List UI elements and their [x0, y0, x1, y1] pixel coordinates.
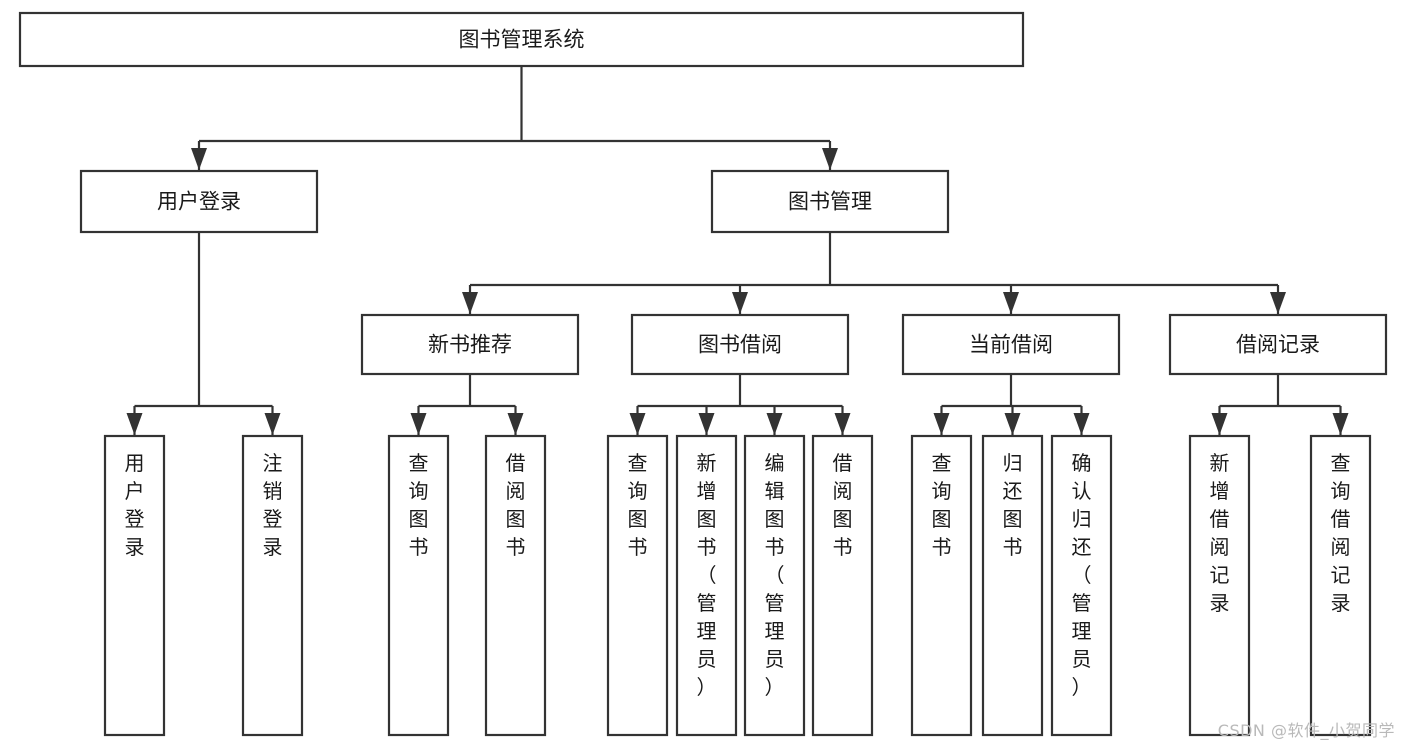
- node-leaf-edit-book-admin[interactable]: 编辑图书（管理员）: [743, 434, 806, 737]
- node-label: 编辑图书（管理员）: [765, 451, 785, 699]
- node-box[interactable]: [484, 434, 547, 737]
- node-box[interactable]: [910, 434, 973, 737]
- arrow-head-icon: [933, 413, 950, 435]
- node-box[interactable]: [18, 11, 1025, 68]
- node-box[interactable]: [901, 313, 1121, 376]
- node-box[interactable]: [630, 313, 850, 376]
- node-box[interactable]: [606, 434, 669, 737]
- node-user-login[interactable]: 用户登录: [79, 169, 319, 234]
- arrow-head-icon: [629, 413, 646, 435]
- node-label: 归还图书: [1003, 451, 1023, 559]
- node-box[interactable]: [1309, 434, 1372, 737]
- node-label: 图书管理系统: [459, 28, 585, 52]
- node-layer: 图书管理系统用户登录图书管理新书推荐图书借阅当前借阅借阅记录用户登录注销登录查询…: [18, 11, 1388, 737]
- arrow-head-icon: [191, 148, 207, 170]
- node-current-borrow[interactable]: 当前借阅: [901, 313, 1121, 376]
- node-label: 查询借阅记录: [1331, 451, 1351, 615]
- node-borrow-record[interactable]: 借阅记录: [1168, 313, 1388, 376]
- arrow-head-icon: [1003, 292, 1019, 314]
- node-leaf-borrow-book[interactable]: 借阅图书: [811, 434, 874, 737]
- node-book-borrow[interactable]: 图书借阅: [630, 313, 850, 376]
- node-leaf-logout-login[interactable]: 注销登录: [241, 434, 304, 737]
- node-label: 新增借阅记录: [1210, 451, 1230, 615]
- arrow-head-icon: [732, 292, 748, 314]
- arrow-head-icon: [126, 413, 143, 435]
- node-leaf-return-book[interactable]: 归还图书: [981, 434, 1044, 737]
- arrow-head-icon: [462, 292, 478, 314]
- arrow-head-icon: [410, 413, 427, 435]
- node-box[interactable]: [710, 169, 950, 234]
- node-label: 当前借阅: [969, 333, 1053, 357]
- node-label: 注销登录: [263, 451, 283, 559]
- node-label: 借阅记录: [1236, 333, 1320, 357]
- node-label: 新增图书（管理员）: [697, 451, 717, 699]
- node-box[interactable]: [79, 169, 319, 234]
- node-box[interactable]: [743, 434, 806, 737]
- arrow-head-icon: [766, 413, 783, 435]
- node-label: 查询图书: [409, 451, 429, 559]
- node-leaf-query-book-recommend[interactable]: 查询图书: [387, 434, 450, 737]
- node-label: 借阅图书: [506, 451, 526, 559]
- arrow-head-icon: [1211, 413, 1228, 435]
- node-box[interactable]: [981, 434, 1044, 737]
- node-box[interactable]: [675, 434, 738, 737]
- node-leaf-add-borrow-record[interactable]: 新增借阅记录: [1188, 434, 1251, 737]
- connector-layer: [126, 66, 1349, 435]
- node-box[interactable]: [1188, 434, 1251, 737]
- node-label: 新书推荐: [428, 333, 512, 357]
- node-new-book-recommend[interactable]: 新书推荐: [360, 313, 580, 376]
- node-label: 查询图书: [932, 451, 952, 559]
- node-book-management[interactable]: 图书管理: [710, 169, 950, 234]
- node-label: 用户登录: [125, 451, 145, 559]
- node-leaf-query-borrow-record[interactable]: 查询借阅记录: [1309, 434, 1372, 737]
- node-box[interactable]: [387, 434, 450, 737]
- node-label: 图书借阅: [698, 333, 782, 357]
- node-box[interactable]: [811, 434, 874, 737]
- node-leaf-confirm-return-admin[interactable]: 确认归还（管理员）: [1050, 434, 1113, 737]
- arrow-head-icon: [1270, 292, 1286, 314]
- arrow-head-icon: [264, 413, 281, 435]
- node-box[interactable]: [103, 434, 166, 737]
- node-box[interactable]: [1050, 434, 1113, 737]
- node-box[interactable]: [1168, 313, 1388, 376]
- node-label: 图书管理: [788, 190, 872, 214]
- arrow-head-icon: [1004, 413, 1021, 435]
- node-box[interactable]: [360, 313, 580, 376]
- node-root-root[interactable]: 图书管理系统: [18, 11, 1025, 68]
- node-label: 用户登录: [157, 190, 241, 214]
- arrow-head-icon: [1073, 413, 1090, 435]
- node-box[interactable]: [241, 434, 304, 737]
- arrow-head-icon: [834, 413, 851, 435]
- node-leaf-user-login[interactable]: 用户登录: [103, 434, 166, 737]
- arrow-head-icon: [822, 148, 838, 170]
- node-label: 确认归还（管理员）: [1072, 451, 1092, 699]
- node-leaf-query-book-borrow[interactable]: 查询图书: [606, 434, 669, 737]
- arrow-head-icon: [507, 413, 524, 435]
- node-leaf-borrow-book-recommend[interactable]: 借阅图书: [484, 434, 547, 737]
- node-leaf-add-book-admin[interactable]: 新增图书（管理员）: [675, 434, 738, 737]
- node-label: 借阅图书: [833, 451, 853, 559]
- arrow-head-icon: [1332, 413, 1349, 435]
- arrow-head-icon: [698, 413, 715, 435]
- node-leaf-query-book-current[interactable]: 查询图书: [910, 434, 973, 737]
- node-label: 查询图书: [628, 451, 648, 559]
